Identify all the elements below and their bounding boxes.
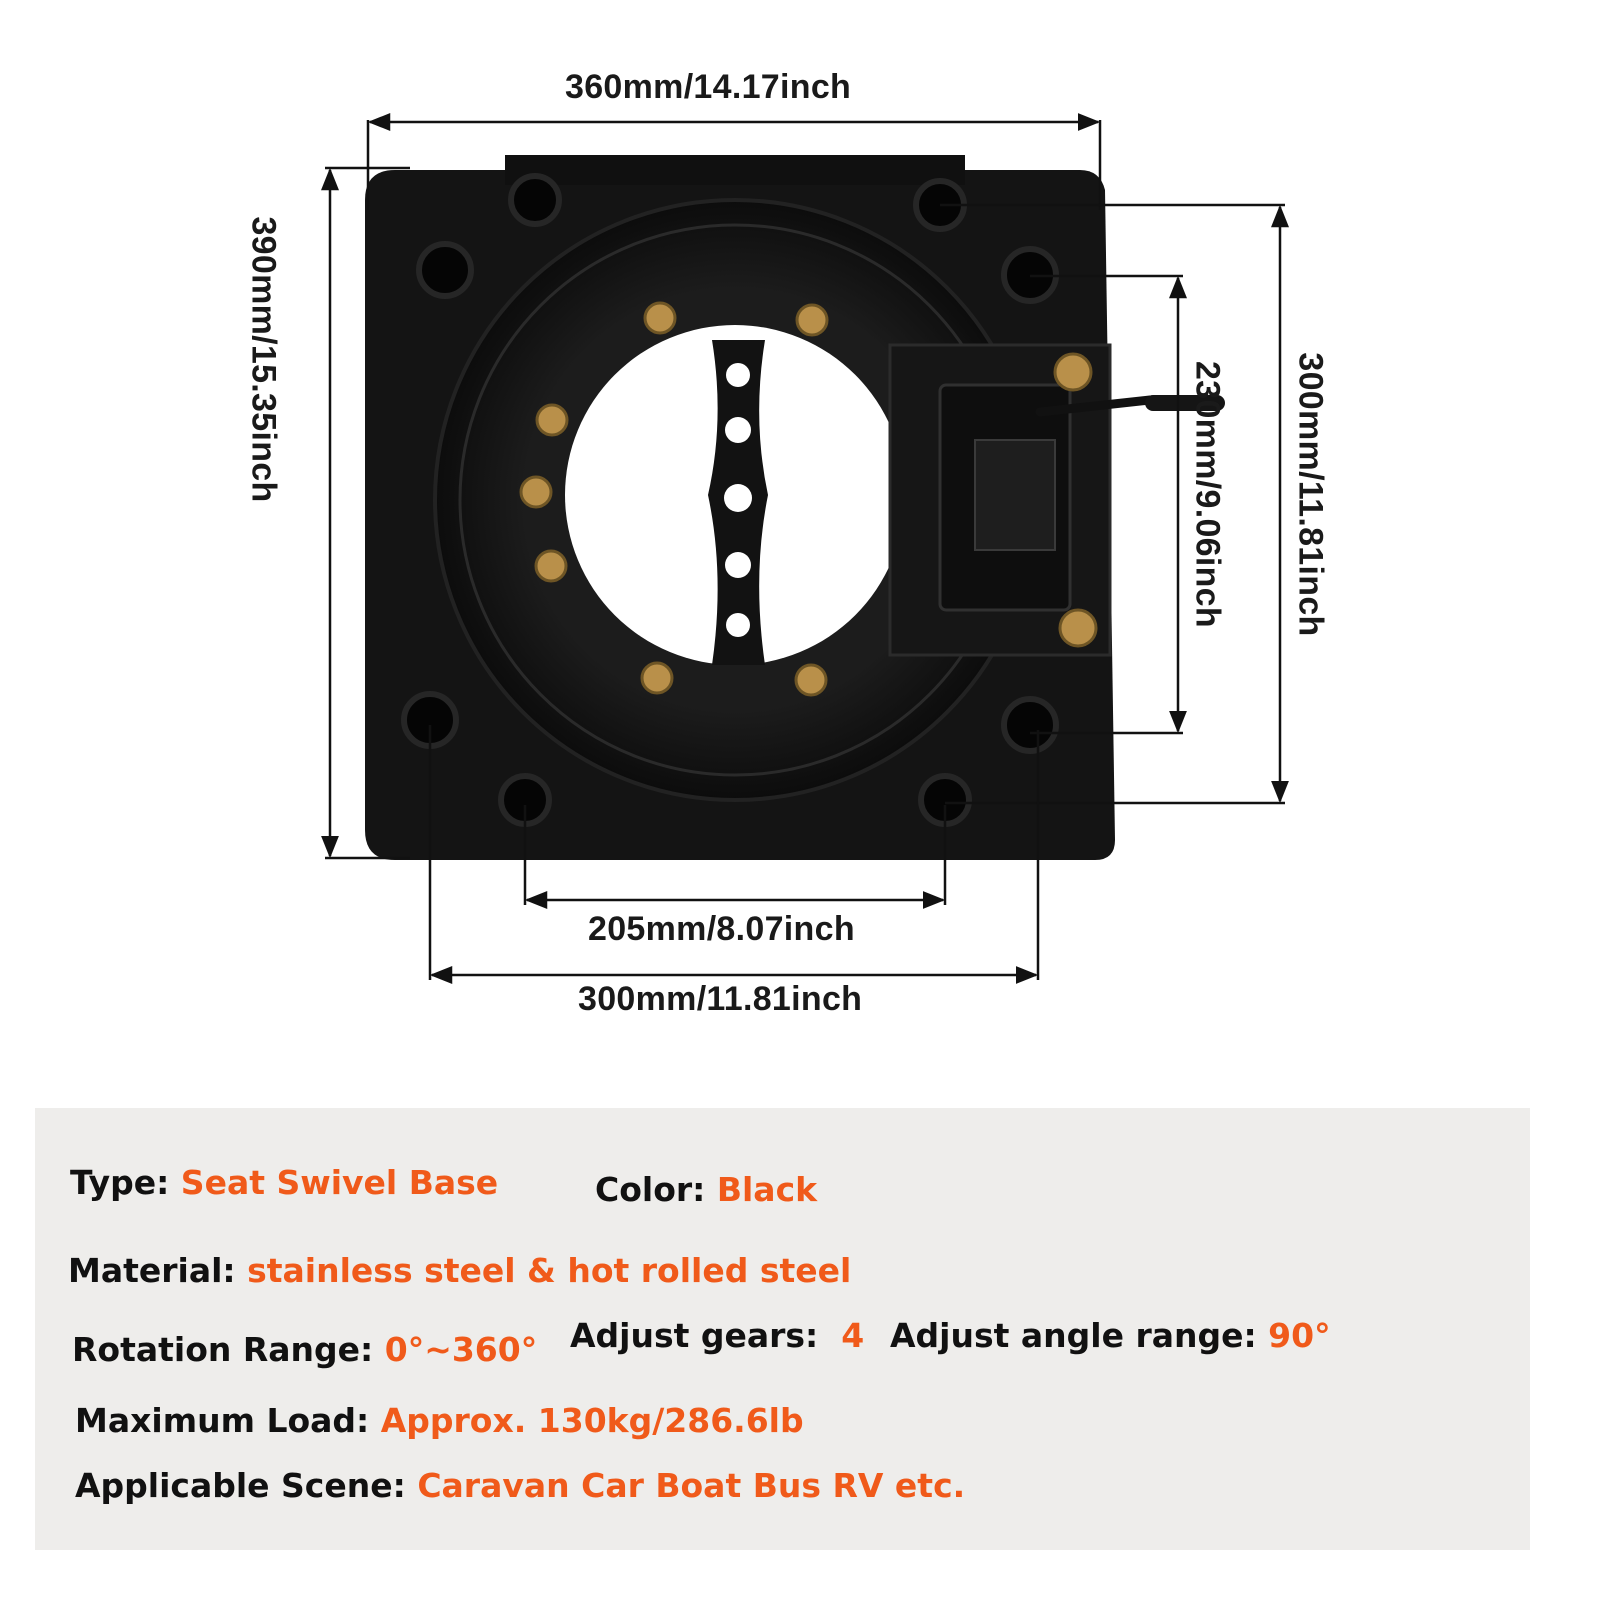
spec-angle-label: Adjust angle range:	[890, 1316, 1269, 1355]
dim-bottom-inner: 205mm/8.07inch	[588, 910, 855, 948]
spec-type: Type: Seat Swivel Base	[70, 1163, 498, 1202]
dim-right-outer: 300mm/11.81inch	[1291, 352, 1330, 637]
dim-top-width: 360mm/14.17inch	[565, 68, 852, 106]
swivel-base-illustration	[321, 113, 1289, 984]
spec-type-label: Type:	[70, 1163, 181, 1202]
dim-right-inner: 230mm/9.06inch	[1188, 361, 1227, 628]
spec-scene: Applicable Scene: Caravan Car Boat Bus R…	[75, 1466, 965, 1505]
dimension-lines	[321, 113, 1289, 984]
spec-rotation: Rotation Range: 0°~360°	[72, 1330, 537, 1369]
spec-panel: Type: Seat Swivel Base Color: Black Mate…	[35, 1108, 1530, 1550]
spec-gears: Adjust gears: 4	[570, 1316, 864, 1355]
spec-material-label: Material:	[68, 1251, 248, 1290]
spec-scene-label: Applicable Scene:	[75, 1466, 418, 1505]
spec-rotation-label: Rotation Range:	[72, 1330, 385, 1369]
spec-color-label: Color:	[595, 1170, 717, 1209]
dim-bottom-outer: 300mm/11.81inch	[578, 980, 863, 1018]
spec-load: Maximum Load: Approx. 130kg/286.6lb	[75, 1401, 804, 1440]
spec-material: Material: stainless steel & hot rolled s…	[68, 1251, 851, 1290]
spec-gears-label: Adjust gears:	[570, 1316, 842, 1355]
spec-angle-value: 90°	[1268, 1316, 1331, 1355]
spec-type-value: Seat Swivel Base	[180, 1163, 499, 1202]
spec-gears-value: 4	[841, 1316, 865, 1355]
spec-load-value: Approx. 130kg/286.6lb	[380, 1401, 804, 1440]
spec-rotation-value: 0°~360°	[384, 1330, 538, 1369]
spec-load-label: Maximum Load:	[75, 1401, 381, 1440]
spec-color: Color: Black	[595, 1170, 817, 1209]
dim-left-height: 390mm/15.35inch	[244, 216, 283, 503]
spec-angle: Adjust angle range: 90°	[890, 1316, 1331, 1355]
spec-material-value: stainless steel & hot rolled steel	[247, 1251, 852, 1290]
seat-swivel-base-photo	[365, 155, 1225, 860]
spec-color-value: Black	[716, 1170, 818, 1209]
spec-scene-value: Caravan Car Boat Bus RV etc.	[417, 1466, 966, 1505]
